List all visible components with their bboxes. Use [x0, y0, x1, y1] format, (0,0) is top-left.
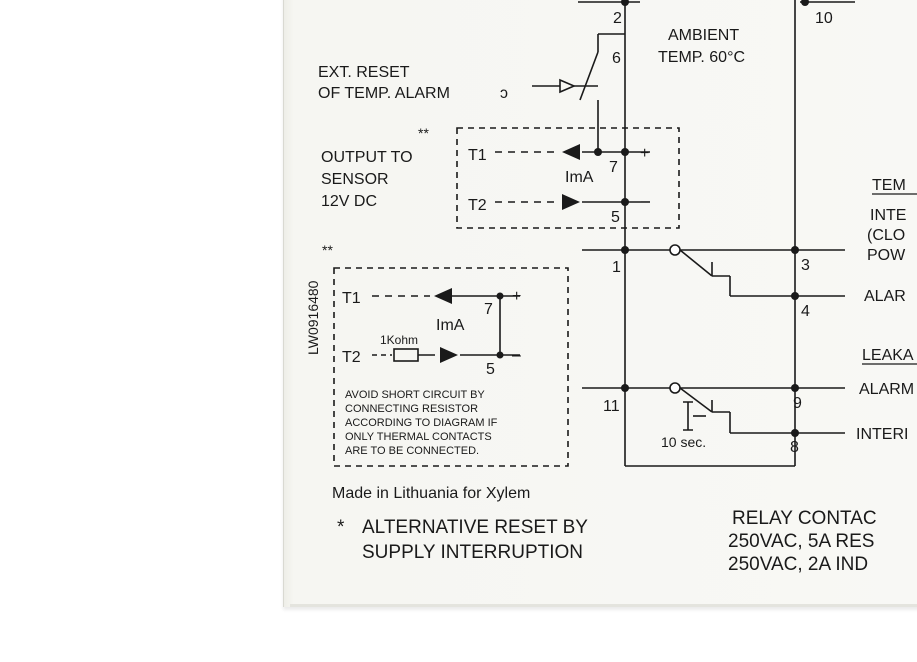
- label-panel-edge: [290, 604, 917, 607]
- interi-label: INTERI: [856, 426, 908, 443]
- arrow-t1-out: [562, 144, 580, 160]
- clo-label: (CLO: [867, 227, 905, 244]
- terminal-7-alt: 7: [484, 301, 493, 318]
- leaka-label: LEAKA: [862, 347, 914, 364]
- t1-label: T1: [468, 147, 487, 164]
- t2-label: T2: [468, 197, 487, 214]
- plus-label: +: [640, 145, 649, 162]
- note-line-2: CONNECTING RESISTOR: [345, 403, 478, 415]
- minus-alt-label: –: [512, 347, 521, 364]
- double-star-left: **: [322, 242, 333, 258]
- output-label-2: SENSOR: [321, 171, 389, 188]
- terminal-11: 11: [603, 398, 620, 415]
- star-symbol: *: [337, 517, 345, 538]
- arrow-t2-alt: [440, 347, 458, 363]
- timer-label: 10 sec.: [661, 434, 706, 450]
- t2-alt-label: T2: [342, 349, 361, 366]
- note-line-3: ACCORDING TO DIAGRAM IF: [345, 417, 498, 429]
- terminal-2: 2: [613, 10, 622, 27]
- temp-header: TEM: [872, 177, 906, 194]
- alt-reset-label-2: SUPPLY INTERRUPTION: [362, 542, 583, 563]
- alar-label: ALAR: [864, 288, 906, 305]
- arrow-t1-alt: [434, 288, 452, 304]
- t1-alt-label: T1: [342, 290, 361, 307]
- terminal-5: 5: [611, 209, 620, 226]
- ima-alt-label: ImA: [436, 317, 465, 334]
- arrow-t2-in: [562, 194, 580, 210]
- relay-label-1: RELAY CONTAC: [732, 508, 877, 529]
- ima-label: ImA: [565, 169, 594, 186]
- made-in-label: Made in Lithuania for Xylem: [332, 485, 530, 502]
- note-line-5: ARE TO BE CONNECTED.: [345, 445, 479, 457]
- terminal-8: 8: [790, 439, 799, 456]
- terminal-5-alt: 5: [486, 361, 495, 378]
- inte-label: INTE: [870, 207, 906, 224]
- minus-label: –: [641, 193, 650, 210]
- terminal-9: 9: [793, 395, 802, 412]
- note-line-4: ONLY THERMAL CONTACTS: [345, 431, 492, 443]
- output-label-1: OUTPUT TO: [321, 149, 413, 166]
- label-panel: [283, 0, 917, 607]
- terminal-7: 7: [609, 159, 618, 176]
- note-line-1: AVOID SHORT CIRCUIT BY: [345, 389, 485, 401]
- terminal-10: 10: [815, 10, 833, 27]
- relay-label-2: 250VAC, 5A RES: [728, 531, 874, 552]
- ext-reset-label-1: EXT. RESET: [318, 64, 410, 81]
- pow-label: POW: [867, 247, 906, 264]
- terminal-4: 4: [801, 303, 810, 320]
- relay-label-3: 250VAC, 2A IND: [728, 554, 868, 575]
- ambient-label-2: TEMP. 60°C: [658, 49, 745, 66]
- plus-alt-label: +: [512, 288, 521, 305]
- reset-symbol: ↄ: [500, 85, 508, 102]
- alarm2-label: ALARM: [859, 381, 914, 398]
- terminal-6: 6: [612, 50, 621, 67]
- alt-reset-label-1: ALTERNATIVE RESET BY: [362, 517, 588, 538]
- ambient-label-1: AMBIENT: [668, 27, 739, 44]
- ext-reset-label-2: OF TEMP. ALARM: [318, 85, 450, 102]
- part-number: LW0916480: [305, 280, 321, 355]
- double-star-top: **: [418, 125, 429, 141]
- terminal-3: 3: [801, 257, 810, 274]
- terminal-1: 1: [612, 259, 621, 276]
- output-label-3: 12V DC: [321, 193, 377, 210]
- resistor-value: 1Kohm: [380, 333, 418, 347]
